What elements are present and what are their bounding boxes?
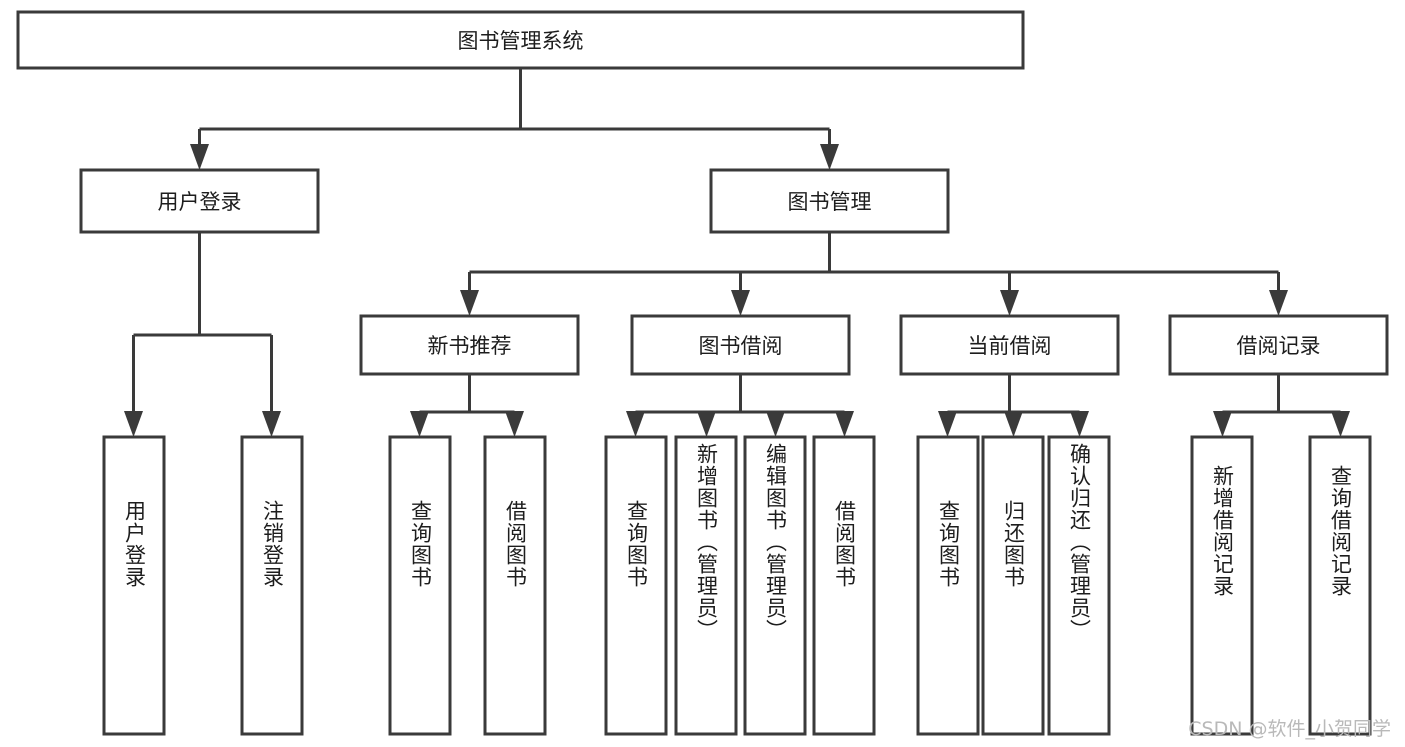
leaf-return-book-box[interactable] (981, 435, 1045, 736)
node-book-manage-label: 图书管理 (788, 190, 872, 214)
node-new-book-rec-label: 新书推荐 (428, 334, 512, 358)
arrow-bm-to-book-borrow (731, 290, 750, 316)
leaf-confirm-return-box[interactable] (1047, 435, 1111, 736)
node-book-borrow-label: 图书借阅 (699, 334, 783, 358)
leaf-query-book-current-label: 查询图书 (936, 500, 961, 588)
arrow-cb-c2 (1004, 411, 1023, 437)
node-current-borrow[interactable]: 当前借阅 (899, 314, 1120, 376)
leaf-borrow-book-rec-box[interactable] (483, 435, 547, 736)
leaf-user-logout-box[interactable] (240, 435, 304, 736)
arrow-bb-c4 (835, 411, 854, 437)
node-root-label: 图书管理系统 (458, 29, 584, 53)
connector-group-borrow-record (1213, 374, 1350, 437)
arrow-bb-c2 (697, 411, 716, 437)
leaf-boxes (102, 435, 1372, 736)
leaf-add-record-box[interactable] (1190, 435, 1254, 736)
arrow-user-login-c2 (262, 411, 281, 437)
connector-group-book-manage (460, 232, 1288, 316)
leaf-add-record-label: 新增借阅记录 (1210, 465, 1235, 597)
node-new-book-rec-box[interactable] (359, 314, 580, 376)
node-book-borrow-box[interactable] (630, 314, 851, 376)
arrow-cb-c3 (1070, 411, 1089, 437)
node-user-login-box[interactable] (79, 168, 320, 234)
leaf-confirm-return-label: 确认归还（管理员） (1067, 443, 1092, 641)
arrow-bm-to-new-book-rec (460, 290, 479, 316)
leaf-borrow-book-box[interactable] (812, 435, 876, 736)
leaf-borrow-book-rec-label: 借阅图书 (503, 500, 528, 588)
leaf-query-record-box[interactable] (1308, 435, 1372, 736)
arrow-bm-to-current-borrow (1000, 290, 1019, 316)
node-user-login-label: 用户登录 (158, 190, 242, 214)
connector-group-new-book-rec (410, 374, 524, 437)
leaf-add-book-label: 新增图书（管理员） (694, 443, 719, 641)
arrow-br-c2 (1331, 411, 1350, 437)
connector-group-user-login (124, 232, 281, 437)
node-borrow-record[interactable]: 借阅记录 (1168, 314, 1389, 376)
connector-group-current-borrow (938, 374, 1089, 437)
connector-group-root (190, 68, 839, 170)
leaf-edit-book-label: 编辑图书（管理员） (763, 443, 788, 641)
node-book-borrow[interactable]: 图书借阅 (630, 314, 851, 376)
leaf-query-book-rec-box[interactable] (388, 435, 452, 736)
node-current-borrow-label: 当前借阅 (968, 334, 1052, 358)
leaf-add-book-box[interactable] (674, 435, 738, 736)
node-root-box[interactable] (16, 10, 1025, 70)
arrow-root-to-user-login (190, 144, 209, 170)
node-current-borrow-box[interactable] (899, 314, 1120, 376)
node-book-manage[interactable]: 图书管理 (709, 168, 950, 234)
leaf-user-login-label: 用户登录 (122, 500, 147, 588)
arrow-bb-c1 (626, 411, 645, 437)
leaf-query-book-rec-label: 查询图书 (408, 500, 433, 588)
leaf-user-login-box[interactable] (102, 435, 166, 736)
arrow-bb-c3 (766, 411, 785, 437)
arrow-nbr-c2 (505, 411, 524, 437)
arrow-root-to-book-manage (820, 144, 839, 170)
leaf-borrow-book-label: 借阅图书 (832, 500, 857, 588)
node-root[interactable]: 图书管理系统 (16, 10, 1025, 70)
csdn-watermark: CSDN @软件_小贺同学 (1188, 718, 1391, 740)
arrow-br-c1 (1213, 411, 1232, 437)
node-user-login[interactable]: 用户登录 (79, 168, 320, 234)
arrow-nbr-c1 (410, 411, 429, 437)
arrow-cb-c1 (938, 411, 957, 437)
leaf-query-book-current-box[interactable] (916, 435, 980, 736)
node-new-book-rec[interactable]: 新书推荐 (359, 314, 580, 376)
arrow-user-login-c1 (124, 411, 143, 437)
leaf-return-book-label: 归还图书 (1001, 500, 1026, 588)
leaf-query-book-borrow-label: 查询图书 (624, 500, 649, 588)
leaf-query-record-label: 查询借阅记录 (1328, 465, 1353, 597)
node-borrow-record-box[interactable] (1168, 314, 1389, 376)
connector-group-book-borrow (626, 374, 854, 437)
arrow-bm-to-borrow-record (1269, 290, 1288, 316)
leaf-edit-book-box[interactable] (743, 435, 807, 736)
leaf-user-logout-label: 注销登录 (260, 500, 285, 588)
leaf-query-book-borrow-box[interactable] (604, 435, 668, 736)
node-book-manage-box[interactable] (709, 168, 950, 234)
node-borrow-record-label: 借阅记录 (1237, 334, 1321, 358)
